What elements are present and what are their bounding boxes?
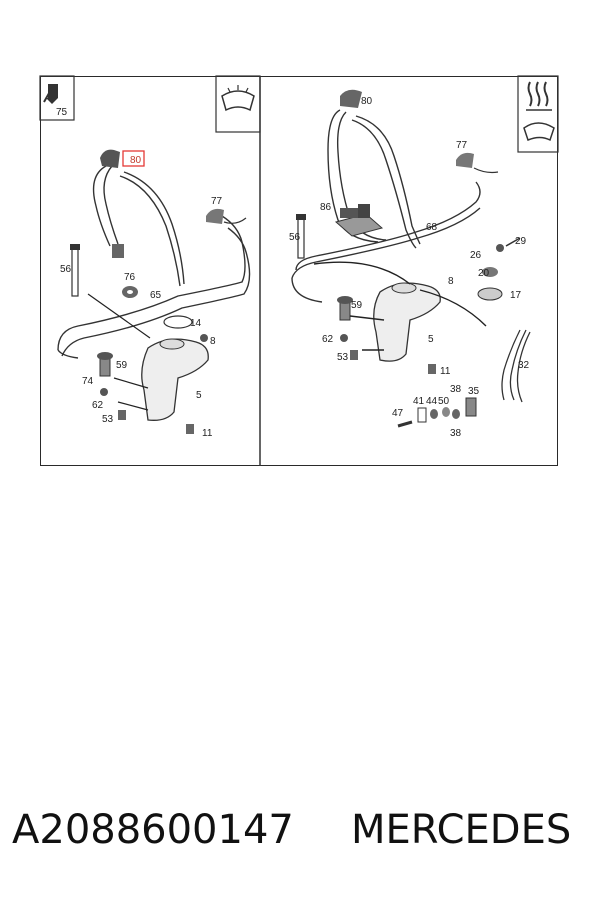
callout-77-left: 77 <box>211 196 223 207</box>
callout-5-left: 5 <box>196 390 202 401</box>
parts-diagram: 75 <box>39 75 559 466</box>
left-level-sensor-56 <box>70 244 80 297</box>
callout-86-right: 86 <box>320 202 332 213</box>
callout-17-right: 17 <box>510 290 522 301</box>
right-nozzle-80 <box>340 89 362 108</box>
callout-26-right: 26 <box>470 250 482 261</box>
right-leader-lines <box>313 261 487 351</box>
callout-38-right: 38 <box>450 384 462 395</box>
callout-74-left: 74 <box>82 376 94 387</box>
callout-35-right: 35 <box>468 386 480 397</box>
callout-50-right: 50 <box>438 396 450 407</box>
callout-38b-right: 38 <box>450 428 462 439</box>
windshield-wiper-icon-right <box>523 122 555 142</box>
callout-59-left: 59 <box>116 360 128 371</box>
callout-8-left: 8 <box>210 336 216 347</box>
windshield-wiper-icon <box>221 85 255 112</box>
callout-56-right: 56 <box>289 232 301 243</box>
callout-8-right: 8 <box>448 276 454 287</box>
callout-77-right: 77 <box>456 140 468 151</box>
callout-53-left: 53 <box>102 414 114 425</box>
callout-62-right: 62 <box>322 334 334 345</box>
callout-11-left: 11 <box>202 428 213 439</box>
left-leader-lines <box>87 293 151 411</box>
heated-nozzle-icon <box>526 81 552 111</box>
callout-76-left: 76 <box>124 272 136 283</box>
part-number-caption: A2088600147 <box>12 807 294 853</box>
left-windshield-box <box>215 75 261 133</box>
callout-80-left: 80 <box>130 155 142 166</box>
left-reservoir <box>141 338 209 421</box>
left-nozzle-77 <box>206 208 247 224</box>
right-bracket-parts <box>397 397 477 428</box>
callout-75: 75 <box>56 107 68 118</box>
callout-44-right: 44 <box>426 396 438 407</box>
left-small-parts <box>100 334 208 434</box>
right-reservoir <box>373 282 441 362</box>
brand-caption: MERCEDES <box>351 807 572 853</box>
left-grommet-76 <box>122 286 138 298</box>
callout-80-right: 80 <box>361 96 373 107</box>
callout-80-highlight <box>122 150 145 167</box>
callout-20-right: 20 <box>478 268 490 279</box>
callout-53-right: 53 <box>337 352 349 363</box>
left-hoses <box>57 165 251 359</box>
callout-41-right: 41 <box>413 396 425 407</box>
callout-56-left: 56 <box>60 264 72 275</box>
callout-29-right: 29 <box>515 236 527 247</box>
left-pump-59 <box>97 352 113 377</box>
callout-62-left: 62 <box>92 400 104 411</box>
left-cap-14 <box>163 315 193 329</box>
right-level-sensor-56 <box>296 214 306 259</box>
callout-47-right: 47 <box>392 408 404 419</box>
left-nozzle-80 <box>100 149 120 168</box>
left-corner-box: 75 <box>39 75 75 121</box>
right-pump-59 <box>337 296 353 321</box>
left-connector <box>112 244 124 258</box>
callout-65-left: 65 <box>150 290 162 301</box>
right-harness-32 <box>501 329 531 403</box>
right-corner-box <box>517 75 559 153</box>
callout-5-right: 5 <box>428 334 434 345</box>
callout-14-left: 14 <box>190 318 202 329</box>
right-module-86 <box>334 204 384 237</box>
callout-11-right: 11 <box>440 366 451 377</box>
right-nozzle-77 <box>456 152 499 174</box>
right-small-parts <box>340 237 521 374</box>
callout-68-right: 68 <box>426 222 438 233</box>
diagram-frame <box>40 76 558 466</box>
callout-32-right: 32 <box>518 360 530 371</box>
washer-pump-icon <box>43 84 58 104</box>
callout-59-right: 59 <box>351 300 363 311</box>
